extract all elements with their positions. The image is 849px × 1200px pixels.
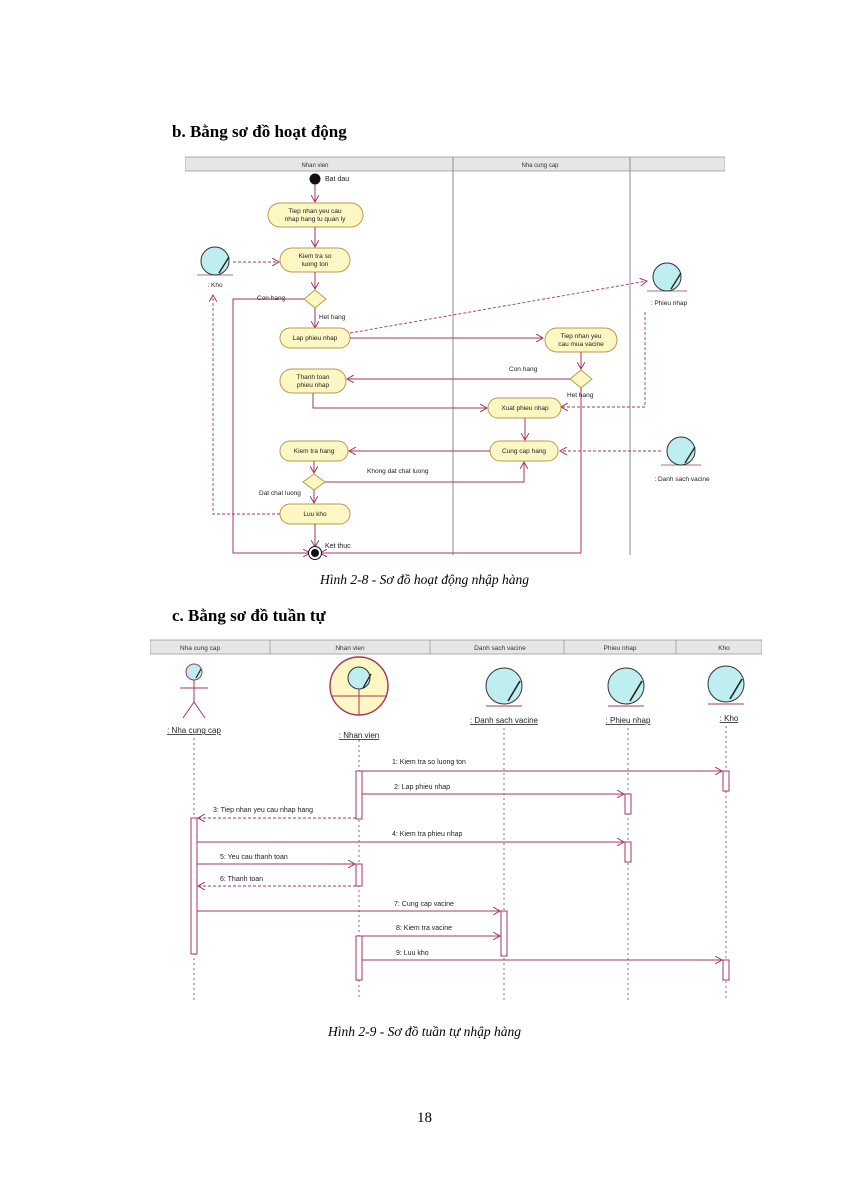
object-danh-sach-vacine: : Danh sach vacine <box>654 436 710 483</box>
lifeline-label: : Kho <box>720 714 739 723</box>
object-kho: : Kho <box>197 246 233 289</box>
message-label: 4: Kiem tra phieu nhap <box>392 831 463 838</box>
start-node <box>309 173 321 185</box>
activation-box <box>355 770 363 820</box>
header-cell-nhan-vien: Nhan vien <box>335 645 365 652</box>
activity-label: Thanh toan <box>297 374 330 381</box>
lane-nha-cung-cap: Nha cung cap <box>521 163 559 169</box>
lifeline-head-nhan-vien: : Nhan vien <box>329 656 389 740</box>
lifeline-head-danh-sach-vacine: : Danh sach vacine <box>470 667 539 725</box>
activity-kiem-tra-so-luong <box>279 247 351 273</box>
activity-tiep-nhan-yeu-cau <box>267 202 364 228</box>
activation-box <box>624 841 632 863</box>
sequence-heading: c. Bằng sơ đồ tuần tự <box>172 606 326 625</box>
message-label: 8: Kiem tra vacine <box>396 925 452 932</box>
lifeline-label: : Nhan vien <box>339 731 379 740</box>
activity-label: Tiep nhan yeu <box>561 333 602 340</box>
decision-con-hang <box>303 289 327 309</box>
activity-tiep-nhan-mua-vacine <box>544 327 618 353</box>
message-label: 7: Cung cap vacine <box>394 901 454 908</box>
sequence-diagram: Nha cung cap Nhan vien Danh sach vacine … <box>150 639 762 1000</box>
activation-box <box>355 863 363 887</box>
message-label: 5: Yeu cau thanh toan <box>220 854 288 861</box>
decision-con-hang-ncc <box>569 369 593 389</box>
activation-box <box>500 910 508 957</box>
guard-label: Khong dat chat luong <box>367 468 429 475</box>
lifeline-head-kho: : Kho <box>707 665 745 723</box>
activity-label: Luu kho <box>303 511 327 518</box>
activity-label: Cung cap hang <box>502 448 546 455</box>
activity-label: Lap phieu nhap <box>293 335 338 342</box>
activity-heading: b. Bằng sơ đồ hoạt động <box>172 122 347 141</box>
activity-label: Tiep nhan yeu cau <box>288 208 342 215</box>
guard-label: Dat chat luong <box>259 490 301 497</box>
object-label: : Phieu nhap <box>651 300 688 307</box>
activation-box <box>355 935 363 981</box>
activation-box <box>722 959 730 981</box>
activity-label: nhap hang tu quan ly <box>285 216 346 223</box>
header-cell-nha-cung-cap: Nha cung cap <box>180 645 220 652</box>
sequence-header <box>150 639 762 655</box>
message-label: 1: Kiem tra so luong ton <box>392 759 466 766</box>
activity-label: Kiem tra hang <box>294 448 335 455</box>
message-label: 3: Tiep nhan yeu cau nhap hang <box>213 807 313 814</box>
activity-label: Kiem tra so <box>299 253 332 260</box>
activity-label: cau mua vacine <box>558 341 604 348</box>
activity-label: phieu nhap <box>297 382 330 389</box>
decision-chat-luong <box>302 473 326 491</box>
object-phieu-nhap: : Phieu nhap <box>647 262 688 307</box>
lifeline-label: : Danh sach vacine <box>470 716 539 725</box>
activity-label: luong ton <box>302 261 329 268</box>
activity-thanh-toan <box>279 368 347 394</box>
object-label: : Kho <box>207 282 223 289</box>
activity-diagram: Nhan vien Nha cung cap Bat dau Tiep nhan… <box>185 156 725 560</box>
message-label: 6: Thanh toan <box>220 876 263 883</box>
page-number: 18 <box>417 1110 432 1126</box>
end-label: Ket thuc <box>325 543 351 550</box>
lifeline-head-phieu-nhap: : Phieu nhap <box>606 667 651 725</box>
activity-caption: Hình 2-8 - Sơ đồ hoạt động nhập hàng <box>320 572 529 587</box>
header-cell-danh-sach-vacine: Danh sach vacine <box>474 645 526 652</box>
activation-box <box>722 770 730 792</box>
lifeline-label: : Phieu nhap <box>606 716 651 725</box>
header-cell-phieu-nhap: Phieu nhap <box>604 645 637 652</box>
message-label: 2: Lap phieu nhap <box>394 784 450 791</box>
lifeline-label: : Nha cung cap <box>167 726 221 735</box>
start-label: Bat dau <box>325 176 349 183</box>
object-label: : Danh sach vacine <box>654 476 710 483</box>
header-cell-kho: Kho <box>718 645 730 652</box>
actor-nha-cung-cap: : Nha cung cap <box>167 663 221 735</box>
guard-label: Con hang <box>509 366 538 373</box>
lane-nhan-vien: Nhan vien <box>301 163 328 169</box>
activation-box <box>624 793 632 815</box>
message-label: 9: Luu kho <box>396 950 429 957</box>
guard-label: Het hang <box>567 392 594 399</box>
sequence-caption: Hình 2-9 - Sơ đồ tuần tự nhập hàng <box>327 1024 522 1039</box>
activity-label: Xuat phieu nhap <box>501 405 549 412</box>
activation-box <box>190 817 198 955</box>
swimlane-header <box>185 156 725 172</box>
guard-label: Het hang <box>319 314 346 321</box>
